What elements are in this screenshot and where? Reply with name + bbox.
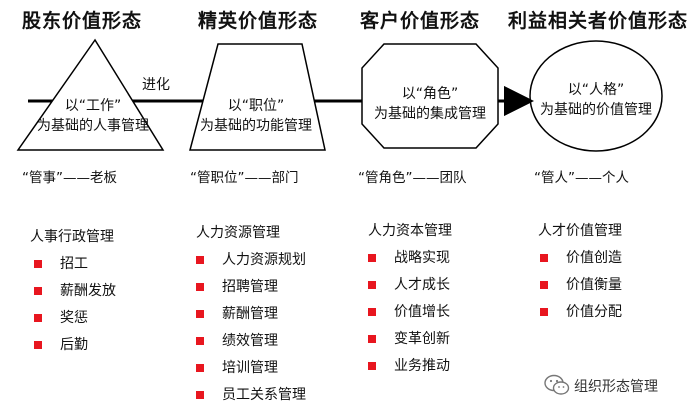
shape-text-shareholder: 以“工作” 为基础的人事管理 [18,96,168,136]
bullet-square [368,362,376,370]
list-item: 价值衡量 [540,275,622,302]
bullet-list-stakeholder: 价值创造 价值衡量 价值分配 [540,248,622,329]
shape-line: 以“职位” [227,98,285,114]
bullet-square [196,364,204,372]
bullet-list-shareholder: 招工 薪酬发放 奖惩 后勤 [34,254,116,362]
bullet-square [196,256,204,264]
arrow-label: 进化 [142,77,170,93]
shape-line: 以“人格” [567,82,625,98]
list-item: 人才成长 [368,275,450,302]
stage-title-elite: 精英价值形态 [198,10,319,32]
list-item: 薪酬管理 [196,304,306,331]
bullet-square [540,281,548,289]
shape-line: 为基础的价值管理 [540,102,652,118]
list-item: 员工关系管理 [196,385,306,412]
management-customer: “管角色”——团队 [358,170,467,186]
bullet-square [196,310,204,318]
list-item: 奖惩 [34,308,116,335]
bullet-square [368,308,376,316]
management-elite: “管职位”——部门 [190,170,299,186]
list-item: 绩效管理 [196,331,306,358]
management-shareholder: “管事”——老板 [22,170,117,186]
stage-title-shareholder: 股东价值形态 [22,10,143,32]
bullet-square [34,341,42,349]
bullet-square [34,314,42,322]
bullet-square [368,281,376,289]
bullet-square [34,287,42,295]
category-title-shareholder: 人事行政管理 [30,229,114,245]
list-item: 业务推动 [368,356,450,383]
triangle-shape [16,38,165,151]
shape-line: 为基础的人事管理 [37,118,149,134]
shape-line: 为基础的集成管理 [374,106,486,122]
watermark-text: 组织形态管理 [574,379,658,395]
list-item: 招聘管理 [196,277,306,304]
stage-title-stakeholder: 利益相关者价值形态 [508,10,689,32]
shape-line: 以“角色” [401,86,459,102]
bullet-square [34,260,42,268]
bullet-square [540,254,548,262]
list-item: 人力资源规划 [196,250,306,277]
bullet-square [196,283,204,291]
wechat-icon [544,374,570,395]
bullet-square [368,335,376,343]
stage-title-customer: 客户价值形态 [360,10,481,32]
shape-line: 以“工作” [64,98,122,114]
shape-line: 为基础的功能管理 [200,118,312,134]
bullet-square [540,308,548,316]
category-title-customer: 人力资本管理 [368,223,452,239]
bullet-list-customer: 战略实现 人才成长 价值增长 变革创新 业务推动 [368,248,450,383]
bullet-square [196,391,204,399]
list-item: 价值创造 [540,248,622,275]
category-title-elite: 人力资源管理 [196,225,280,241]
list-item: 变革创新 [368,329,450,356]
management-stakeholder: “管人”——个人 [534,170,629,186]
list-item: 战略实现 [368,248,450,275]
shape-text-customer: 以“角色” 为基础的集成管理 [360,84,500,124]
bullet-square [368,254,376,262]
bullet-square [196,337,204,345]
category-title-stakeholder: 人才价值管理 [538,223,622,239]
list-item: 培训管理 [196,358,306,385]
list-item: 价值分配 [540,302,622,329]
shape-text-stakeholder: 以“人格” 为基础的价值管理 [528,80,664,120]
list-item: 后勤 [34,335,116,362]
list-item: 薪酬发放 [34,281,116,308]
shape-text-elite: 以“职位” 为基础的功能管理 [186,96,326,136]
list-item: 价值增长 [368,302,450,329]
list-item: 招工 [34,254,116,281]
octagon-shape [361,43,499,149]
trapezoid-shape [189,43,326,151]
bullet-list-elite: 人力资源规划 招聘管理 薪酬管理 绩效管理 培训管理 员工关系管理 [196,250,306,412]
